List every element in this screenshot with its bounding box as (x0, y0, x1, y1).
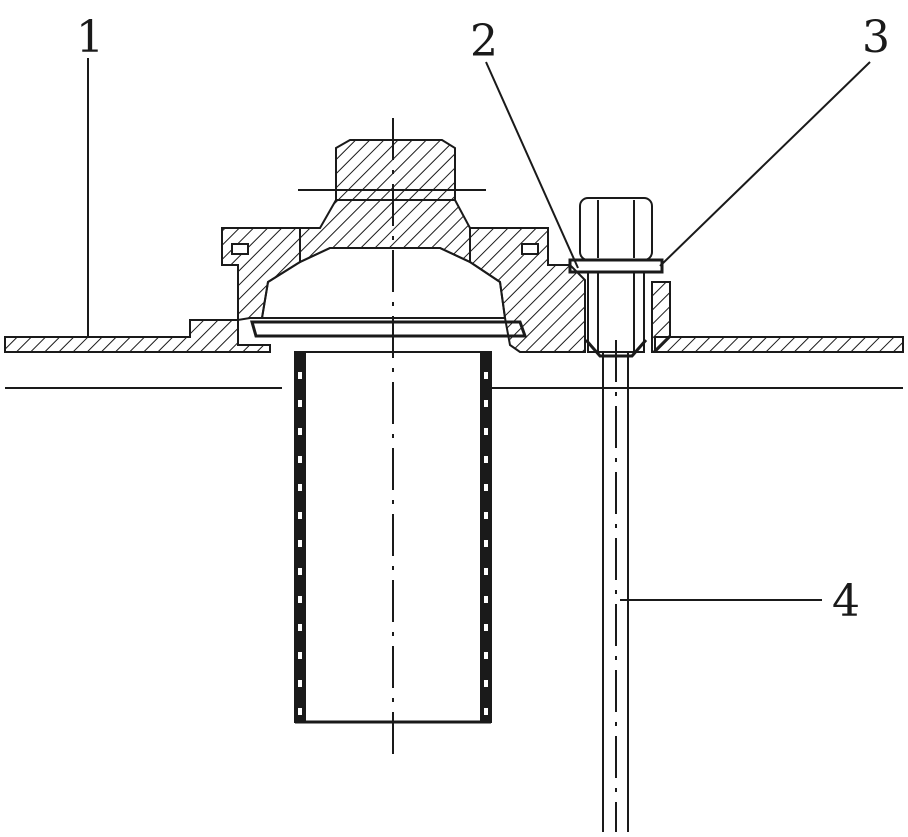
tube-perforation (298, 484, 302, 491)
bolt-assembly (568, 197, 671, 358)
tube-perforation (484, 708, 488, 715)
tube-perforation (484, 624, 488, 631)
bolt-head (579, 197, 653, 261)
flange-left-arm-section (221, 227, 301, 322)
tube-perforation (484, 372, 488, 379)
tube-perforation (484, 484, 488, 491)
tube-perforation (298, 624, 302, 631)
tube-perforation (298, 400, 302, 407)
tube-perforation (484, 568, 488, 575)
tube-perforation (298, 652, 302, 659)
probe-rod (602, 340, 629, 832)
tube-perforation (298, 596, 302, 603)
tube-perforation (484, 540, 488, 547)
callout-4: 4 (832, 576, 860, 627)
dome-section (299, 199, 471, 264)
tube-wall-left (295, 352, 305, 722)
callout-2: 2 (470, 16, 498, 67)
seal-ring-left (231, 243, 249, 255)
flange-body (221, 139, 586, 353)
tube-perforation (298, 708, 302, 715)
tube-perforation (484, 596, 488, 603)
seal-ring-right (521, 243, 539, 255)
callout-3: 3 (862, 12, 890, 63)
tube-perforation (298, 428, 302, 435)
top-plate-left-section (4, 319, 271, 353)
tube-perforation (484, 400, 488, 407)
tube-perforation (298, 456, 302, 463)
tube-perforation (298, 680, 302, 687)
base-ring (250, 320, 528, 338)
top-plate-right-section (654, 336, 904, 353)
leader-line-2 (485, 61, 579, 269)
dome-inner-void (260, 247, 507, 319)
top-plate (4, 319, 904, 389)
callout-1: 1 (76, 12, 104, 63)
tube-perforation (298, 540, 302, 547)
leader-line-3 (659, 61, 871, 267)
boss-block-right (651, 281, 671, 353)
washer (568, 258, 664, 274)
tube-perforations (298, 372, 488, 715)
leader-lines (87, 58, 871, 601)
tube-wall-right (481, 352, 491, 722)
tube-perforation (298, 512, 302, 519)
callouts: 1 2 3 4 (76, 12, 890, 627)
tube-perforation (484, 680, 488, 687)
tube-perforation (484, 512, 488, 519)
tube-perforation (298, 372, 302, 379)
tube-perforation (484, 456, 488, 463)
tube-perforation (484, 652, 488, 659)
tube-perforation (298, 568, 302, 575)
top-cap-section (335, 139, 456, 201)
tube-perforation (484, 428, 488, 435)
